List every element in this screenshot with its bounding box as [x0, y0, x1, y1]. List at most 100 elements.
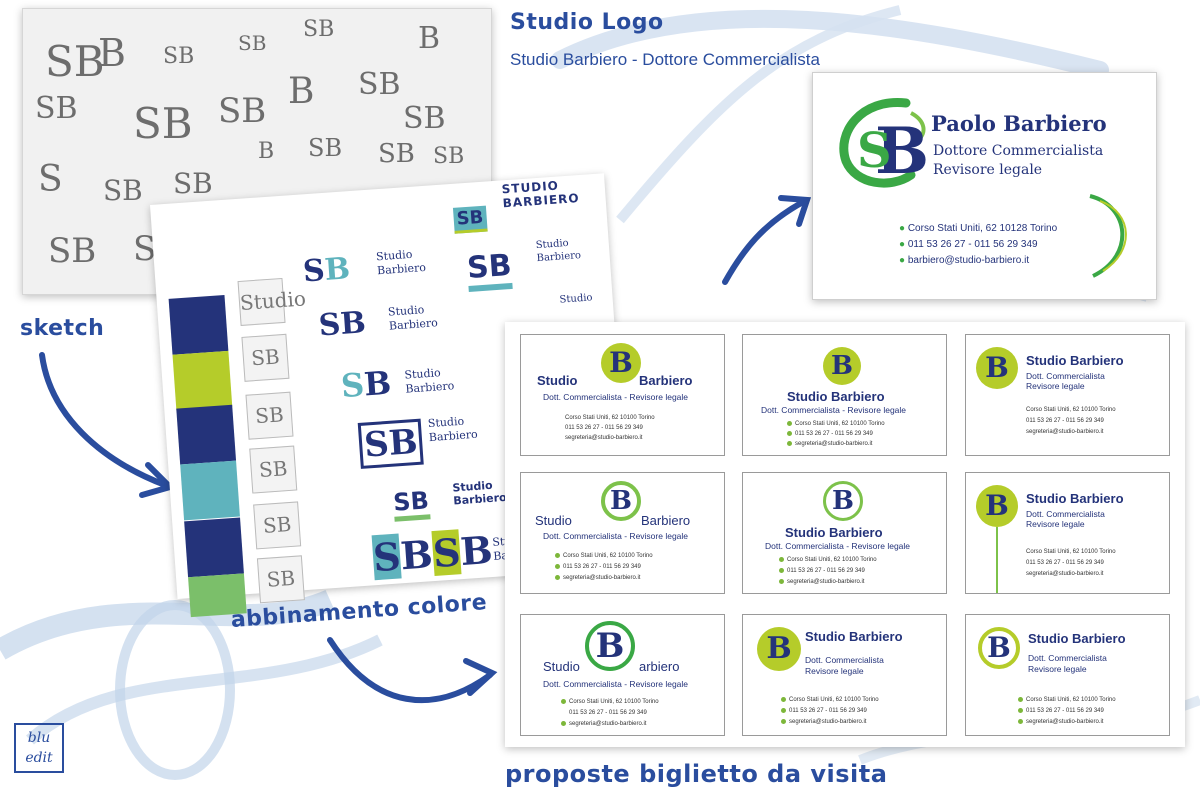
card-revisore: Revisore legale — [1028, 664, 1087, 674]
card-phone: ● 011 53 26 27 - 011 56 29 349 — [899, 239, 1038, 250]
card-address: ● Corso Stati Uniti, 62 10128 Torino — [899, 223, 1058, 234]
wordmark-barbiero: Barbiero — [428, 427, 479, 445]
card-studio: Studio — [537, 373, 578, 388]
card-email: ● barbiero@studio-barbiero.it — [899, 255, 1030, 266]
card-tagline: Dott. Commercialista - Revisore legale — [543, 679, 689, 689]
blu-edit-logo: blu edit — [14, 723, 64, 773]
card-email: segreteria@studio-barbiero.it — [787, 441, 872, 447]
arrow-icon — [327, 637, 498, 704]
logo-letter-b: B — [875, 114, 929, 189]
sketch-thumbnail: SB — [245, 391, 294, 440]
wordmark-barbiero: Barbiero — [376, 260, 427, 278]
card-studio-barbiero: Studio Barbiero — [1028, 631, 1126, 646]
card-dott: Dott. Commercialista — [805, 655, 884, 665]
vertical-line — [996, 527, 998, 593]
card-phone: 011 53 26 27 - 011 56 29 349 — [565, 425, 643, 431]
badge-line2: edit — [25, 750, 53, 766]
decorative-swoosh — [1089, 194, 1127, 278]
wordmark-truncated: Studio — [559, 292, 593, 306]
logo-variant: SB — [301, 251, 352, 290]
card-address: Corso Stati Uniti, 62 10100 Torino — [1018, 697, 1116, 703]
business-card: B Studio Barbiero Dott. Commercialista -… — [520, 472, 725, 594]
sb-logo: B — [757, 627, 801, 671]
sketch-thumbnail: SB — [253, 501, 302, 550]
wordmark-studio: Studio — [535, 237, 570, 252]
card-revisore: Revisore legale — [805, 666, 864, 676]
card-email: segreteria@studio-barbiero.it — [779, 579, 864, 585]
logo-letter-s: S — [857, 123, 892, 179]
card-tagline: Dott. Commercialista - Revisore legale — [543, 531, 689, 541]
navy-swatch — [176, 404, 237, 465]
page-title: Studio Logo — [510, 10, 664, 35]
card-address: Corso Stati Uniti, 62 10100 Torino — [779, 557, 877, 563]
card-address: Corso Stati Uniti, 62 10100 Torino — [555, 553, 653, 559]
business-card: B Studio Barbiero Dott. Commercialista R… — [742, 614, 947, 736]
card-address: Corso Stati Uniti, 62 10100 Torino — [561, 699, 659, 705]
sketch-thumbnail: SB — [241, 333, 290, 382]
card-phone: 011 53 26 27 - 011 56 29 349 — [555, 564, 641, 570]
wordmark-caps-barbiero: BARBIERO — [502, 191, 580, 211]
card-barbiero: Barbiero — [639, 373, 693, 388]
address-text: Corso Stati Uniti, 62 10128 Torino — [907, 223, 1058, 234]
arrow-icon — [39, 352, 176, 498]
lime-swatch — [172, 350, 233, 411]
navy-swatch — [184, 517, 244, 578]
logo-variant: SB — [357, 418, 425, 469]
card-phone: 011 53 26 27 - 011 56 29 349 — [1026, 418, 1104, 424]
business-card: B Studio Barbiero Dott. Commercialista R… — [965, 614, 1170, 736]
card-email: segreteria@studio-barbiero.it — [1026, 571, 1104, 577]
card-phone: 011 53 26 27 - 011 56 29 349 — [779, 568, 865, 574]
logo-variant: SB — [452, 205, 488, 234]
wordmark-barbiero: Barbiero — [388, 316, 439, 333]
business-card: B Studio arbiero Dott. Commercialista - … — [520, 614, 725, 736]
card-name: Paolo Barbiero — [931, 111, 1107, 136]
card-title: Revisore legale — [933, 162, 1043, 178]
card-phone: 011 53 26 27 - 011 56 29 349 — [1018, 708, 1104, 714]
card-studio-barbiero: Studio Barbiero — [1026, 491, 1124, 506]
sb-logo: B — [585, 621, 635, 671]
card-studio-barbiero: Studio Barbiero — [805, 629, 903, 644]
sb-logo: B — [823, 347, 861, 385]
sb-logo: B — [601, 343, 641, 383]
card-address: Corso Stati Uniti, 62 10100 Torino — [1026, 407, 1116, 413]
business-card-proposals-label: proposte biglietto da visita — [505, 760, 888, 788]
card-revisore: Revisore legale — [1026, 381, 1085, 391]
sketch-thumbnail: Studio — [237, 277, 307, 326]
email-text: barbiero@studio-barbiero.it — [907, 255, 1030, 266]
card-email: segreteria@studio-barbiero.it — [781, 719, 866, 725]
business-card-proposals-sheet: B Studio Barbiero Dott. Commercialista -… — [505, 322, 1185, 747]
card-address: Corso Stati Uniti, 62 10100 Torino — [565, 415, 655, 421]
navy-swatch — [168, 295, 229, 355]
business-card: B Studio Barbiero Dott. Commercialista -… — [520, 334, 725, 456]
card-phone: 011 53 26 27 - 011 56 29 349 — [569, 710, 647, 716]
card-phone: 011 53 26 27 - 011 56 29 349 — [787, 431, 873, 437]
card-address: Corso Stati Uniti, 62 10100 Torino — [1026, 549, 1116, 555]
featured-business-card: B S Paolo Barbiero Dottore Commercialist… — [812, 72, 1157, 300]
card-tagline: Dott. Commercialista - Revisore legale — [543, 392, 689, 402]
card-revisore: Revisore legale — [1026, 519, 1085, 529]
card-email: segreteria@studio-barbiero.it — [565, 435, 643, 441]
wordmark-barbiero: Barbiero — [405, 379, 455, 396]
sb-logo: B — [976, 347, 1018, 389]
sketch-label: sketch — [20, 316, 105, 341]
business-card: B Studio Barbiero Dott. Commercialista R… — [965, 334, 1170, 456]
card-address: Corso Stati Uniti, 62 10100 Torino — [781, 697, 879, 703]
card-studio-barbiero: Studio Barbiero — [785, 525, 883, 540]
card-dott: Dott. Commercialista — [1026, 371, 1105, 381]
sb-logo: B — [976, 485, 1018, 527]
phone-text: 011 53 26 27 - 011 56 29 349 — [907, 239, 1038, 250]
logo-variant: SB — [431, 527, 495, 577]
logo-variant: SB — [317, 305, 367, 344]
page-subtitle: Studio Barbiero - Dottore Commercialista — [510, 50, 820, 69]
sketch-thumbnail: SB — [249, 445, 298, 494]
card-email: segreteria@studio-barbiero.it — [1018, 719, 1103, 725]
arrow-icon — [722, 195, 812, 285]
card-email: segreteria@studio-barbiero.it — [561, 721, 646, 727]
card-tagline: Dott. Commercialista - Revisore legale — [765, 541, 911, 551]
sb-logo: B — [823, 481, 863, 521]
card-email: segreteria@studio-barbiero.it — [555, 575, 640, 581]
badge-line1: blu — [27, 730, 51, 746]
card-dott: Dott. Commercialista — [1026, 509, 1105, 519]
card-arbiero: arbiero — [639, 659, 680, 674]
card-studio-barbiero: Studio Barbiero — [1026, 353, 1124, 368]
